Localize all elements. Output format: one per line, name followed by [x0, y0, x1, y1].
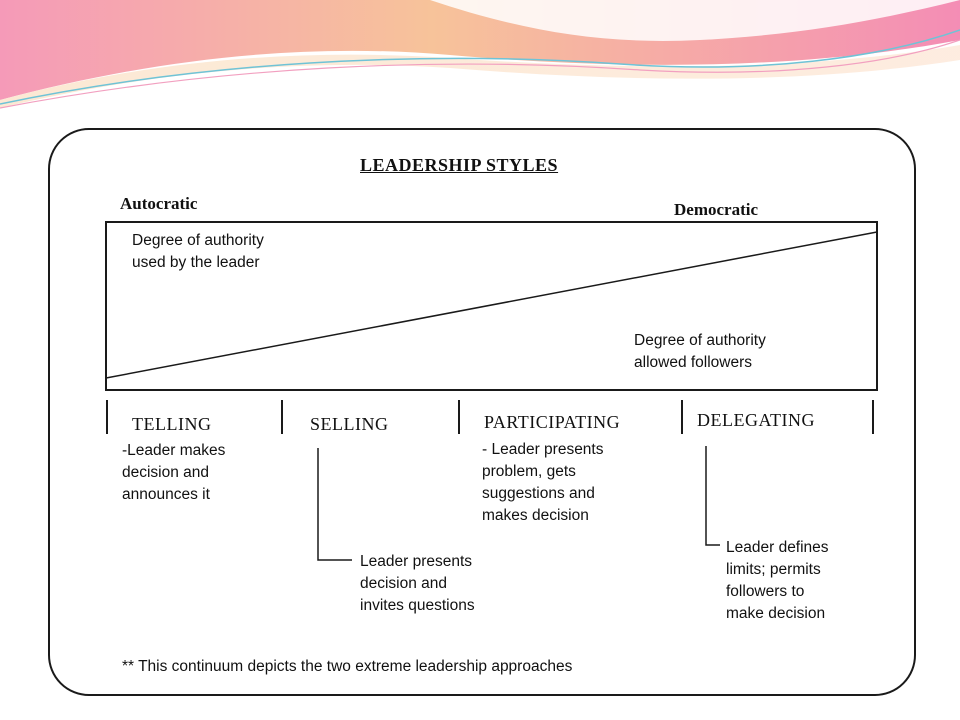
style-name-delegating: DELEGATING — [697, 410, 815, 430]
democratic-label: Democratic — [674, 200, 759, 219]
style-desc-delegating: Leader defines limits; permits followers… — [726, 539, 829, 622]
autocratic-label: Autocratic — [120, 194, 198, 213]
style-name-telling: TELLING — [132, 414, 212, 434]
authority-leader-text: Degree of authority used by the leader — [132, 232, 264, 271]
style-name-participating: PARTICIPATING — [484, 412, 621, 432]
style-name-selling: SELLING — [310, 414, 389, 434]
decorative-banner — [0, 0, 960, 109]
authority-followers-text: Degree of authority allowed followers — [634, 332, 766, 371]
footnote: ** This continuum depicts the two extrem… — [122, 658, 573, 675]
style-desc-participating: - Leader presents problem, gets suggesti… — [482, 441, 604, 524]
style-desc-selling: Leader presents decision and invites que… — [360, 553, 475, 614]
style-desc-telling: -Leader makes decision and announces it — [122, 442, 226, 503]
diagram-frame — [48, 128, 916, 696]
diagram-title: LEADERSHIP STYLES — [360, 155, 559, 175]
